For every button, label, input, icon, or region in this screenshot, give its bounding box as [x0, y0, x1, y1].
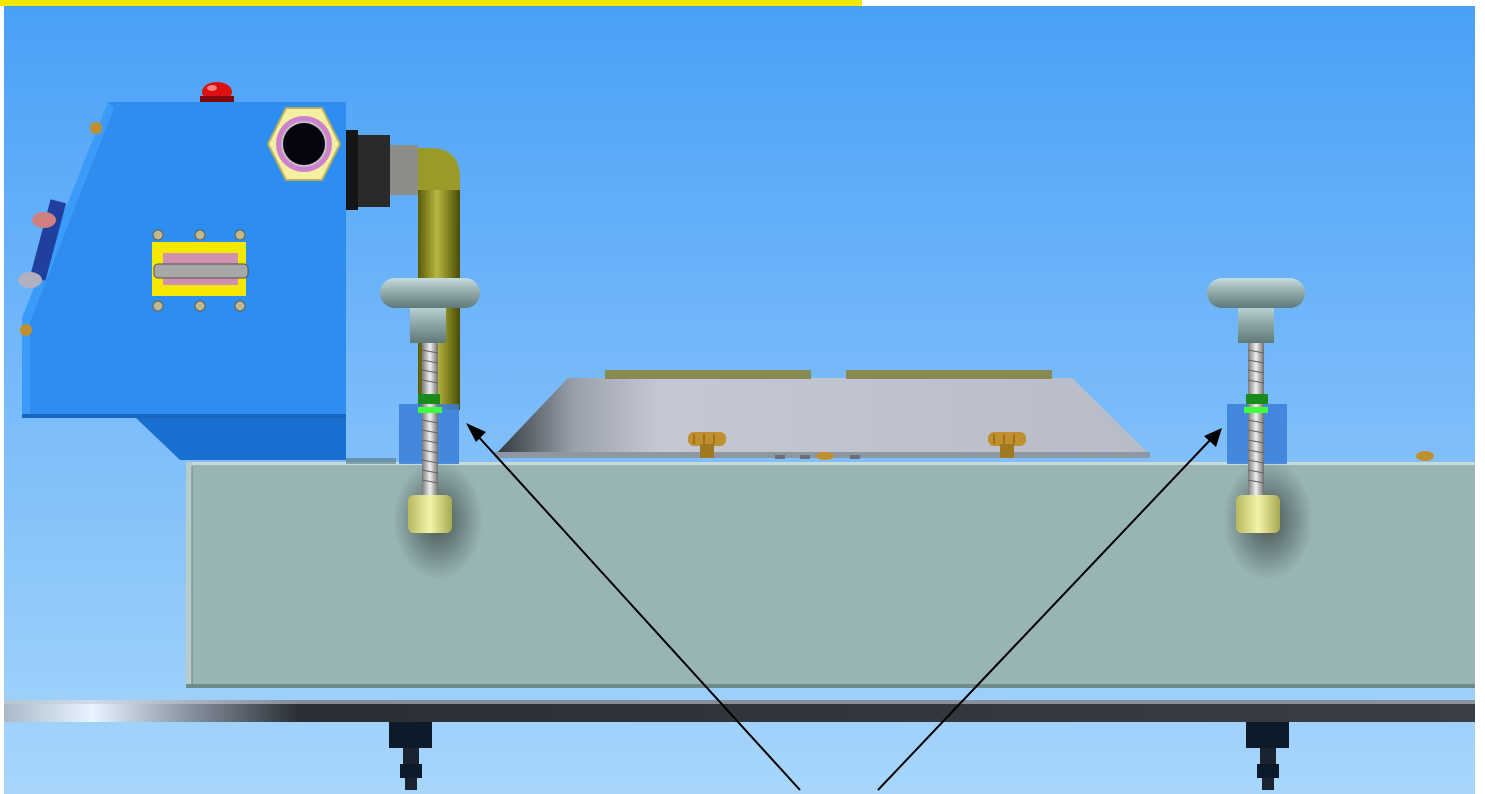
brass-thumb-knob-left: [688, 432, 726, 458]
hex-outlet-port: [266, 107, 342, 181]
side-fittings: [18, 122, 102, 336]
right-t-handle-clamp: [1207, 278, 1313, 580]
nameplate: [152, 229, 249, 312]
red-indicator-light: [200, 82, 234, 102]
top-banner: [0, 0, 862, 6]
mounting-foot-right: [1246, 722, 1289, 790]
housing-shadow: [346, 458, 396, 464]
brass-thumb-knob-right: [988, 432, 1026, 458]
left-t-handle-clamp: [380, 278, 483, 580]
corner-knob: [1416, 451, 1434, 461]
base-rail: [4, 700, 1475, 722]
callout-arrow-left: [466, 423, 801, 791]
mounting-foot-left: [389, 722, 432, 790]
callout-arrow-right: [877, 428, 1222, 791]
sloped-fixture-plate: [495, 370, 1150, 460]
